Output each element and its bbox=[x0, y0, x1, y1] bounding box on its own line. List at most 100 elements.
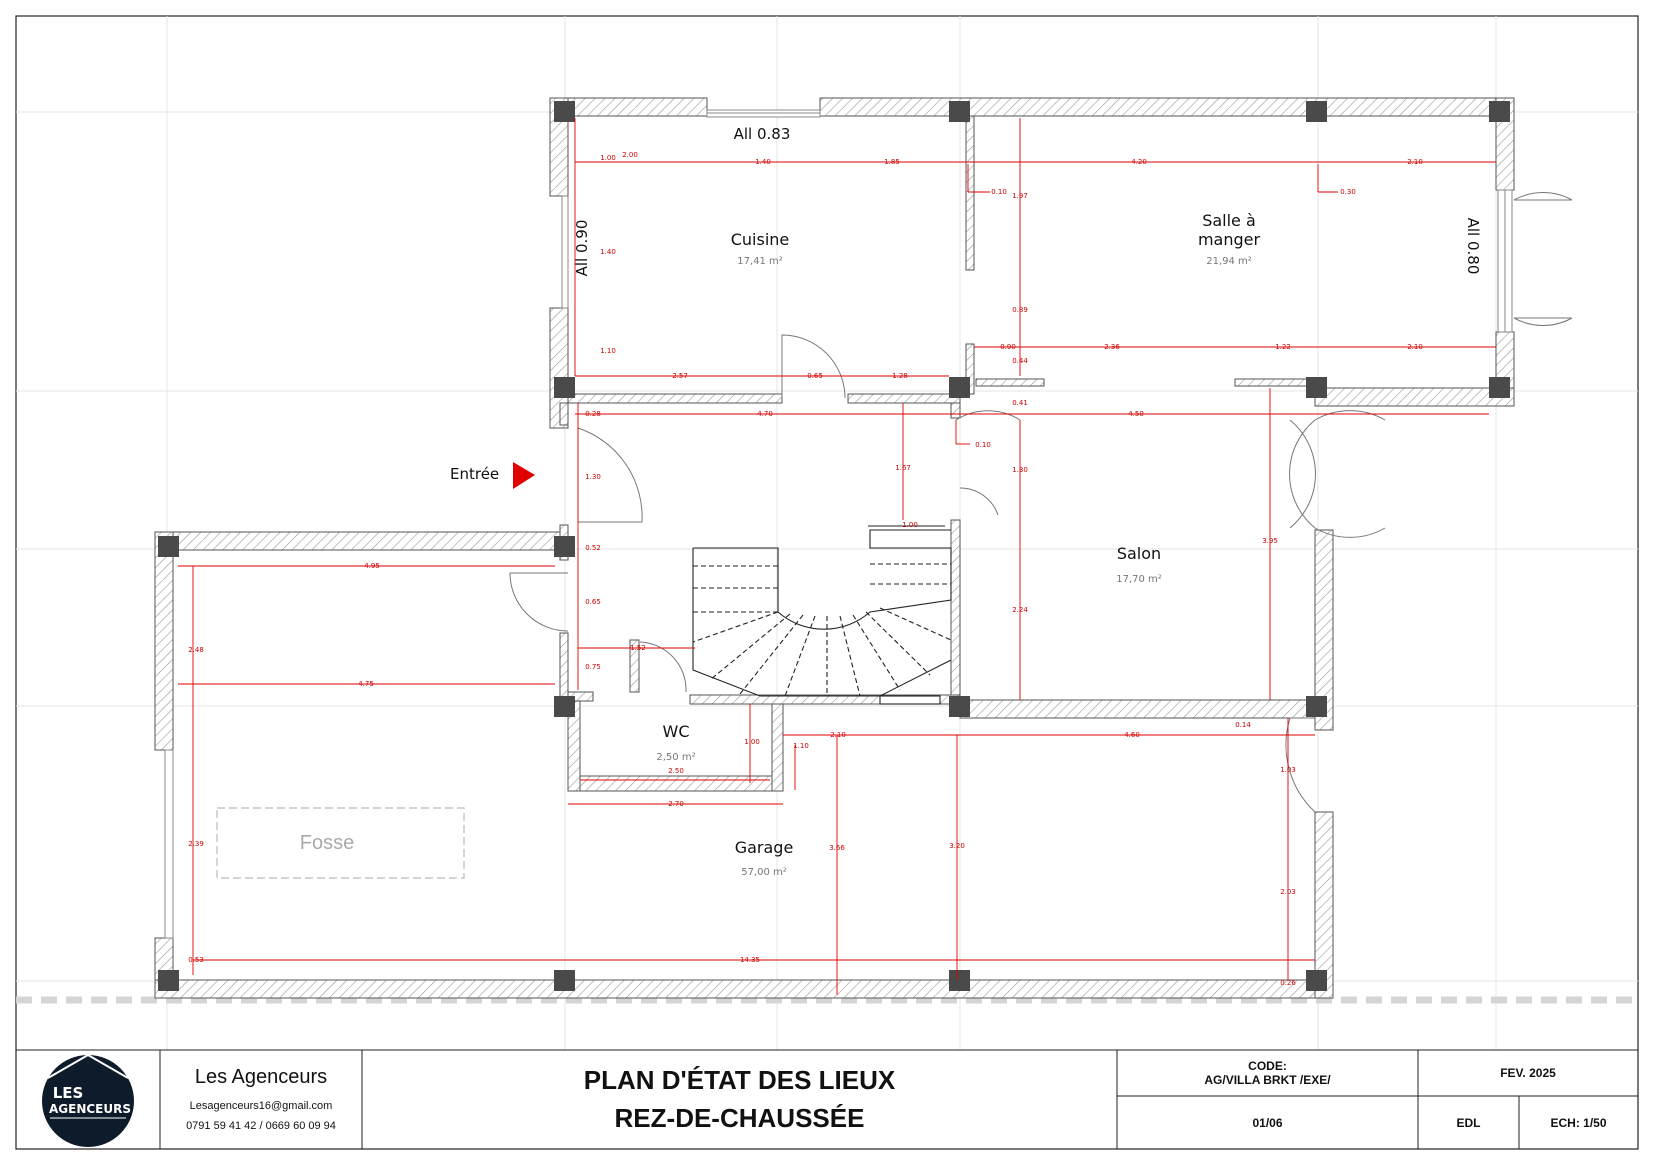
drawing-scale: ECH: 1/50 bbox=[1550, 1115, 1607, 1130]
dim: 1.10 bbox=[793, 742, 809, 750]
dim: 1.10 bbox=[600, 347, 616, 355]
dim: 1.52 bbox=[630, 644, 646, 652]
logo-text-1: LES bbox=[53, 1084, 84, 1102]
dim: 2.10 bbox=[830, 731, 846, 739]
room-name-salle: Salle à bbox=[1202, 211, 1256, 230]
room-labels: Cuisine 17,41 m² Salle à manger 21,94 m²… bbox=[656, 211, 1260, 878]
dim: 4.20 bbox=[1131, 158, 1147, 166]
doors bbox=[509, 192, 1573, 813]
room-area-salle: 21,94 m² bbox=[1206, 256, 1252, 267]
dim: 1.40 bbox=[600, 248, 616, 256]
entry-label: Entrée bbox=[450, 465, 499, 483]
dim: 4.50 bbox=[1128, 410, 1144, 418]
dim: 1.85 bbox=[884, 158, 900, 166]
entry-arrow-icon bbox=[513, 462, 535, 489]
room-name-wc: WC bbox=[663, 722, 690, 741]
code-label: CODE: bbox=[1248, 1059, 1287, 1073]
staircase bbox=[692, 529, 952, 705]
company-email: Lesagenceurs16@gmail.com bbox=[189, 1100, 333, 1112]
dim: 14.35 bbox=[740, 956, 760, 964]
company-logo: LES AGENCEURS bbox=[42, 1053, 134, 1147]
dim: 0.65 bbox=[807, 372, 823, 380]
dim: 2.57 bbox=[672, 372, 688, 380]
dim: 0.75 bbox=[585, 663, 601, 671]
window-label-top: All 0.83 bbox=[734, 125, 791, 143]
dim: 0.41 bbox=[1012, 399, 1028, 407]
date-cell: FEV. 2025 bbox=[1418, 1050, 1638, 1096]
dim: 2.10 bbox=[1407, 158, 1423, 166]
company-phone: 0791 59 41 42 / 0669 60 09 94 bbox=[186, 1120, 336, 1132]
code-value: AG/VILLA BRKT /EXE/ bbox=[1204, 1073, 1331, 1087]
dim: 4.95 bbox=[364, 562, 380, 570]
dim: 1.00 bbox=[600, 154, 616, 162]
room-name-salon: Salon bbox=[1117, 544, 1161, 563]
dim: 2.03 bbox=[1280, 888, 1296, 896]
room-name-salle-2: manger bbox=[1198, 230, 1261, 249]
dim: 1.30 bbox=[585, 473, 601, 481]
dimension-labels: 2.00 1.00 1.40 1.85 4.20 2.10 0.10 0.30 … bbox=[188, 151, 1423, 987]
dim: 4.75 bbox=[358, 680, 374, 688]
dim: 0.28 bbox=[585, 410, 601, 418]
dim: 0.53 bbox=[188, 956, 204, 964]
dim: 0.65 bbox=[585, 598, 601, 606]
code-cell: CODE: AG/VILLA BRKT /EXE/ bbox=[1117, 1050, 1418, 1096]
dim: 1.03 bbox=[1280, 766, 1296, 774]
fosse-pit bbox=[216, 807, 465, 879]
title-block-frame bbox=[16, 1049, 1638, 1149]
dim: 4.70 bbox=[757, 410, 773, 418]
drawing-title-2: REZ-DE-CHAUSSÉE bbox=[614, 1103, 865, 1133]
windows bbox=[164, 109, 1513, 939]
dim: 0.30 bbox=[1340, 188, 1356, 196]
dim: 1.00 bbox=[902, 521, 918, 529]
dim: 2.70 bbox=[668, 800, 684, 808]
walls bbox=[154, 97, 1515, 999]
room-area-cuisine: 17,41 m² bbox=[737, 256, 783, 267]
room-area-salon: 17,70 m² bbox=[1116, 574, 1162, 585]
dim: 2.10 bbox=[1407, 343, 1423, 351]
dim: 1.40 bbox=[755, 158, 771, 166]
type-cell: EDL bbox=[1418, 1096, 1519, 1149]
room-name-cuisine: Cuisine bbox=[731, 230, 790, 249]
dim: 2.48 bbox=[188, 646, 204, 654]
company-name: Les Agenceurs bbox=[194, 1066, 328, 1088]
dim: 0.14 bbox=[1235, 721, 1251, 729]
logo-text-2: AGENCEURS bbox=[49, 1102, 131, 1116]
drawing-type: EDL bbox=[1456, 1115, 1481, 1130]
window-label-right: All 0.80 bbox=[1464, 218, 1482, 275]
dim: 1.28 bbox=[892, 372, 908, 380]
dim: 2.24 bbox=[1012, 606, 1028, 614]
dim: 0.52 bbox=[585, 544, 601, 552]
dim: 2.00 bbox=[622, 151, 638, 159]
dim: 0.44 bbox=[1012, 357, 1028, 365]
dim: 1.97 bbox=[1012, 192, 1028, 200]
dim: 2.39 bbox=[188, 840, 204, 848]
dim: 2.36 bbox=[1104, 343, 1120, 351]
dim: 3.20 bbox=[949, 842, 965, 850]
dim: 2.50 bbox=[668, 767, 684, 775]
columns bbox=[158, 101, 1510, 991]
dim: 3.95 bbox=[1262, 537, 1278, 545]
title-cell: PLAN D'ÉTAT DES LIEUX REZ-DE-CHAUSSÉE bbox=[362, 1050, 1117, 1148]
dim: 1.22 bbox=[1275, 343, 1291, 351]
dim: 0.10 bbox=[975, 441, 991, 449]
sheet-number: 01/06 bbox=[1252, 1115, 1283, 1130]
dim: 0.10 bbox=[991, 188, 1007, 196]
dim: 1.67 bbox=[895, 464, 911, 472]
dim: 0.26 bbox=[1280, 979, 1296, 987]
dim: 1.30 bbox=[1012, 466, 1028, 474]
room-name-garage: Garage bbox=[735, 838, 794, 857]
company-cell: Les Agenceurs Lesagenceurs16@gmail.com 0… bbox=[160, 1050, 362, 1148]
sheet-cell: 01/06 bbox=[1117, 1096, 1418, 1149]
dim: 1.00 bbox=[744, 738, 760, 746]
sheet-frame bbox=[15, 15, 1639, 1150]
drawing-date: FEV. 2025 bbox=[1500, 1066, 1556, 1080]
room-area-garage: 57,00 m² bbox=[741, 867, 787, 878]
dim: 4.60 bbox=[1124, 731, 1140, 739]
dim: 3.66 bbox=[829, 844, 845, 852]
scale-cell: ECH: 1/50 bbox=[1519, 1096, 1638, 1149]
dim: 0.89 bbox=[1012, 306, 1028, 314]
window-label-left: All 0.90 bbox=[573, 220, 591, 277]
drawing-title-1: PLAN D'ÉTAT DES LIEUX bbox=[583, 1065, 896, 1095]
room-area-wc: 2,50 m² bbox=[656, 752, 695, 763]
